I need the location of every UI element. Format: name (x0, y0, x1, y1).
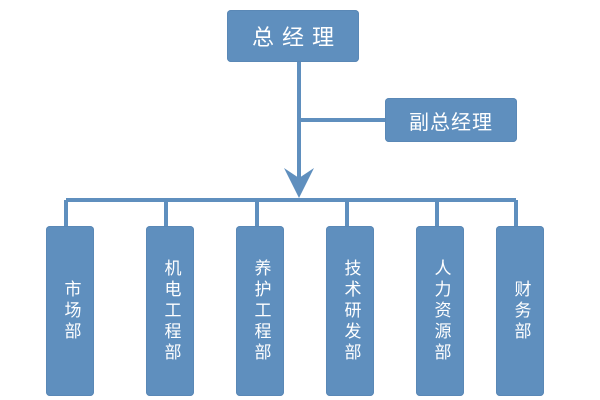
department-label: 养护工程部 (250, 258, 271, 364)
department-box-maintenance-engineering: 养护工程部 (236, 226, 284, 396)
general-manager-box: 总经理 (227, 10, 359, 62)
department-label: 机电工程部 (160, 258, 181, 364)
department-box-mechanical-electrical: 机电工程部 (146, 226, 194, 396)
department-label: 财务部 (510, 279, 531, 343)
down-arrow-icon (284, 168, 314, 198)
department-box-human-resources: 人力资源部 (416, 226, 464, 396)
department-label: 技术研发部 (340, 258, 361, 364)
general-manager-label: 总经理 (251, 26, 342, 51)
department-box-technology-rd: 技术研发部 (326, 226, 374, 396)
department-label: 人力资源部 (430, 258, 451, 364)
deputy-general-manager-box: 副总经理 (385, 98, 517, 142)
department-box-market: 市场部 (46, 226, 94, 396)
deputy-general-manager-label: 副总经理 (409, 109, 493, 134)
department-box-finance: 财务部 (496, 226, 544, 396)
department-label: 市场部 (60, 279, 81, 343)
